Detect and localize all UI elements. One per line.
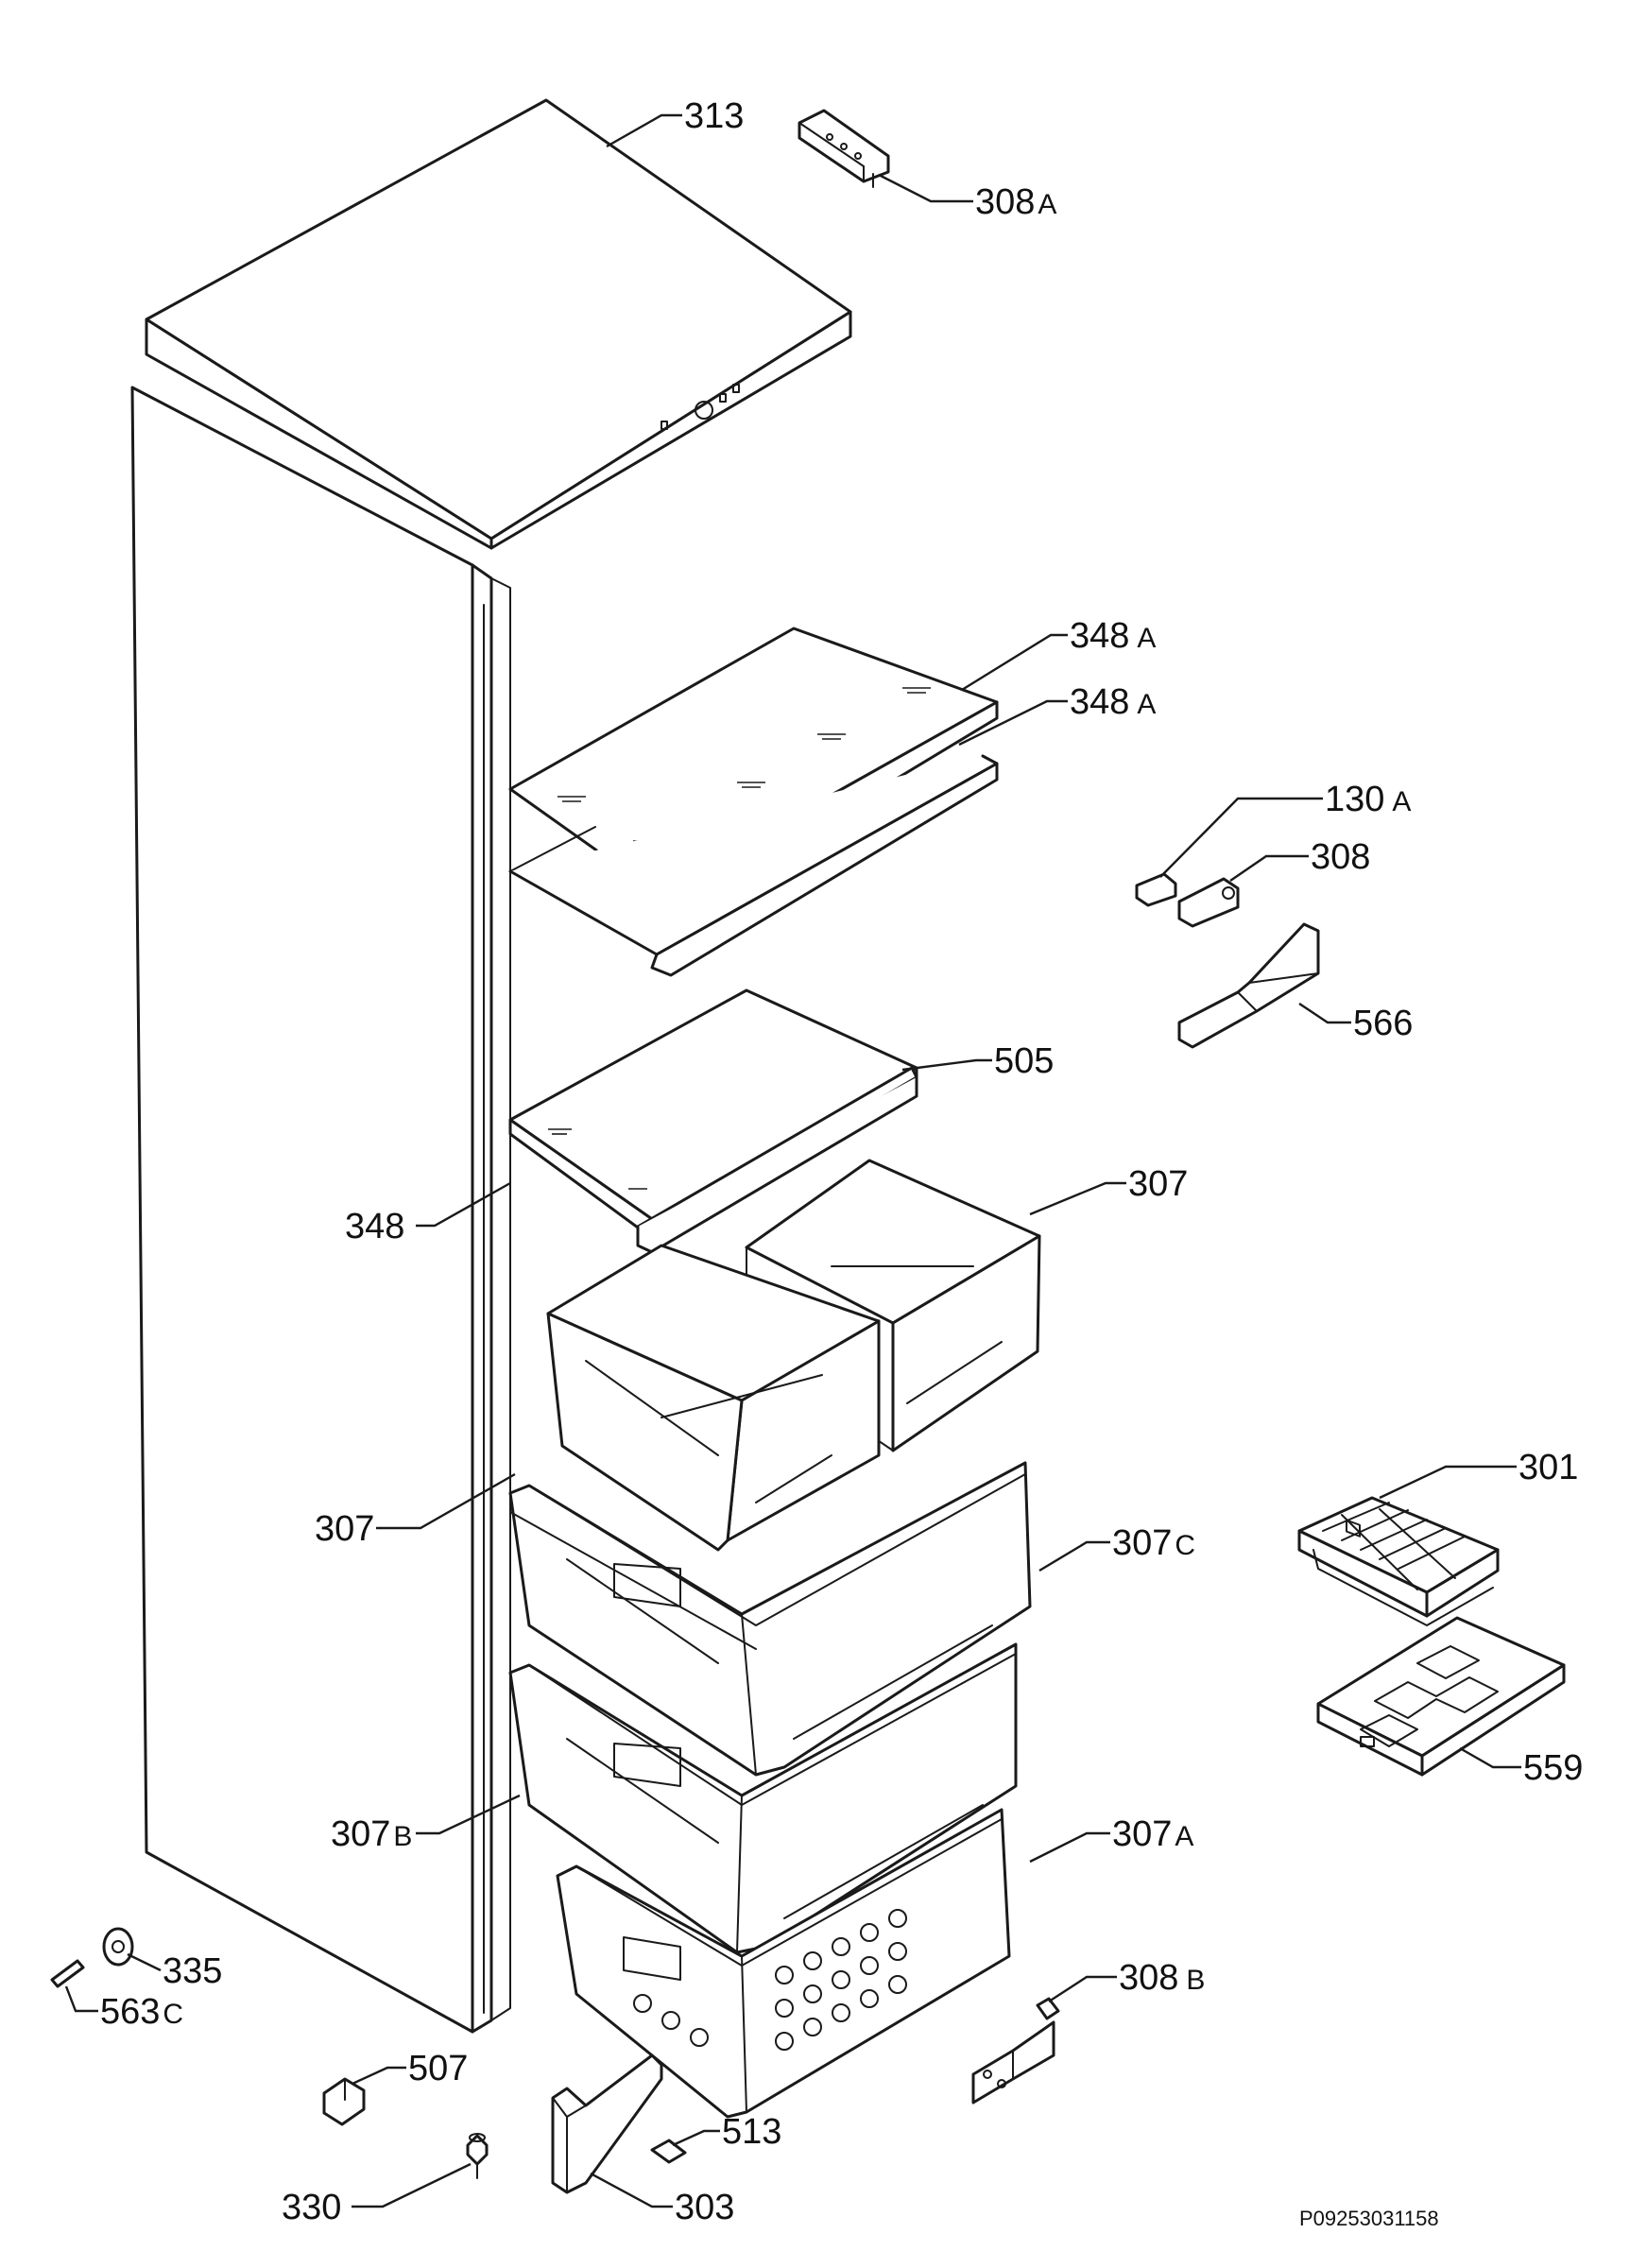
drawer-b bbox=[508, 1642, 1018, 1954]
label-348: 348 bbox=[345, 1207, 404, 1246]
label-505: 505 bbox=[994, 1041, 1054, 1081]
top-cover bbox=[145, 98, 852, 550]
cabinet-body bbox=[130, 386, 511, 2034]
label-303: 303 bbox=[675, 2188, 734, 2227]
label-313: 313 bbox=[684, 96, 744, 136]
label-307-left: 307 bbox=[315, 1509, 374, 1549]
hinge-bottom bbox=[971, 1997, 1060, 2105]
leader-307-right bbox=[1029, 1181, 1126, 1216]
label-307-right: 307 bbox=[1128, 1164, 1188, 1204]
leader-307a bbox=[1029, 1831, 1110, 1864]
leader-559 bbox=[1459, 1746, 1521, 1769]
drawer-left bbox=[546, 1244, 881, 1552]
drawing-reference: P09253031158 bbox=[1299, 2207, 1439, 2230]
label-507: 507 bbox=[408, 2049, 468, 2088]
leader-566 bbox=[1298, 1003, 1351, 1024]
leader-563c bbox=[64, 1985, 98, 2013]
drawer-c bbox=[508, 1461, 1032, 1777]
leader-307-left bbox=[376, 1472, 516, 1530]
label-301: 301 bbox=[1518, 1448, 1578, 1487]
label-513: 513 bbox=[722, 2112, 781, 2152]
leader-335 bbox=[127, 1952, 162, 1972]
label-330: 330 bbox=[282, 2188, 341, 2227]
hinge-mid bbox=[1177, 877, 1240, 928]
pin bbox=[50, 1959, 85, 1988]
leader-505 bbox=[901, 1058, 992, 1072]
leader-130a bbox=[1159, 797, 1323, 878]
leader-348 bbox=[416, 1181, 511, 1228]
ice-tray bbox=[1297, 1496, 1500, 1626]
hinge-top bbox=[798, 109, 890, 188]
label-308: 308 bbox=[1311, 837, 1370, 877]
leader-348a-1 bbox=[961, 633, 1068, 692]
label-566: 566 bbox=[1353, 1004, 1413, 1043]
leader-301 bbox=[1379, 1465, 1517, 1500]
scraper bbox=[1177, 922, 1320, 1049]
label-335: 335 bbox=[163, 1951, 222, 1991]
leader-308 bbox=[1229, 854, 1309, 882]
plate bbox=[1135, 872, 1177, 907]
clip bbox=[322, 2077, 366, 2126]
drawer-right bbox=[745, 1159, 1041, 1452]
leader-513 bbox=[672, 2129, 720, 2147]
leader-303 bbox=[590, 2172, 673, 2208]
leader-lines bbox=[64, 113, 1521, 2208]
cold-pack bbox=[1316, 1616, 1566, 1777]
label-559: 559 bbox=[1523, 1748, 1583, 1788]
leader-313 bbox=[606, 113, 682, 148]
cap bbox=[102, 1927, 134, 1967]
drawer-a bbox=[556, 1808, 1011, 2119]
leader-307b bbox=[416, 1794, 521, 1835]
leader-307c bbox=[1038, 1540, 1110, 1572]
leader-348a-2 bbox=[958, 699, 1068, 747]
plinth bbox=[551, 2053, 663, 2194]
leader-308b bbox=[1048, 1975, 1117, 2003]
foot bbox=[466, 2133, 489, 2179]
glass-shelf-2 bbox=[508, 754, 999, 977]
leader-308a bbox=[878, 173, 973, 203]
hinge-cover bbox=[650, 2139, 687, 2164]
leader-330 bbox=[352, 2162, 472, 2208]
leader-507 bbox=[352, 2066, 406, 2086]
